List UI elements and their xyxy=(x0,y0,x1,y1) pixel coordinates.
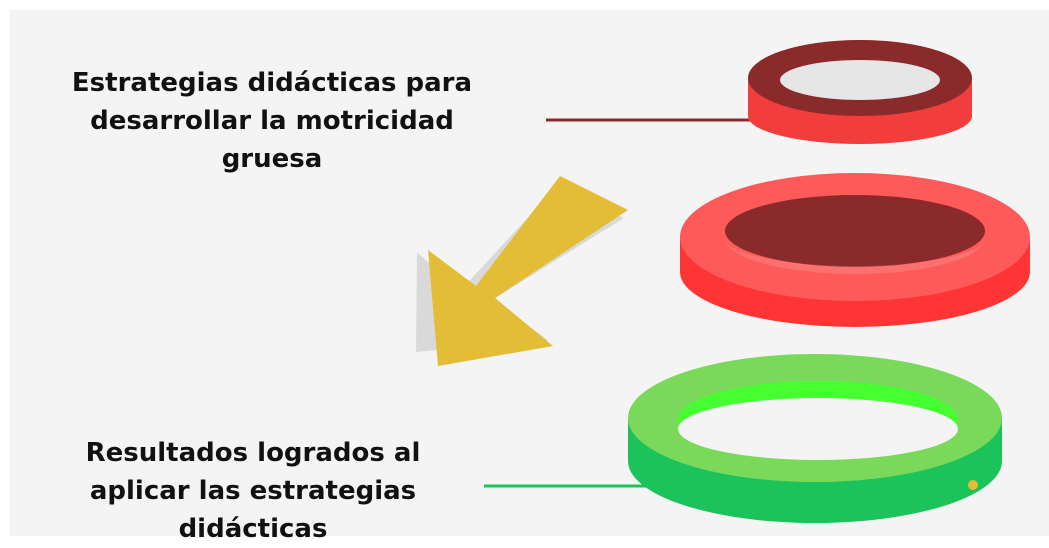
green-ring-icon xyxy=(628,354,1002,523)
yellow-dot xyxy=(968,480,978,490)
bottom-label-line: aplicar las estrategias xyxy=(89,476,417,506)
diagram-art xyxy=(416,40,1030,523)
top-label-line: Estrategias didácticas para xyxy=(71,68,473,98)
top-label: Estrategias didácticas para desarrollar … xyxy=(62,64,482,178)
bottom-label-line: didácticas xyxy=(178,514,328,544)
bottom-label-line: Resultados logrados al xyxy=(85,438,421,468)
bottom-label: Resultados logrados al aplicar las estra… xyxy=(68,434,438,548)
arrow-down-left-icon xyxy=(428,176,628,366)
top-label-line: gruesa xyxy=(221,144,323,174)
small-ring-icon xyxy=(748,40,972,144)
red-ring-icon xyxy=(680,173,1030,327)
top-label-line: desarrollar la motricidad xyxy=(90,106,454,136)
